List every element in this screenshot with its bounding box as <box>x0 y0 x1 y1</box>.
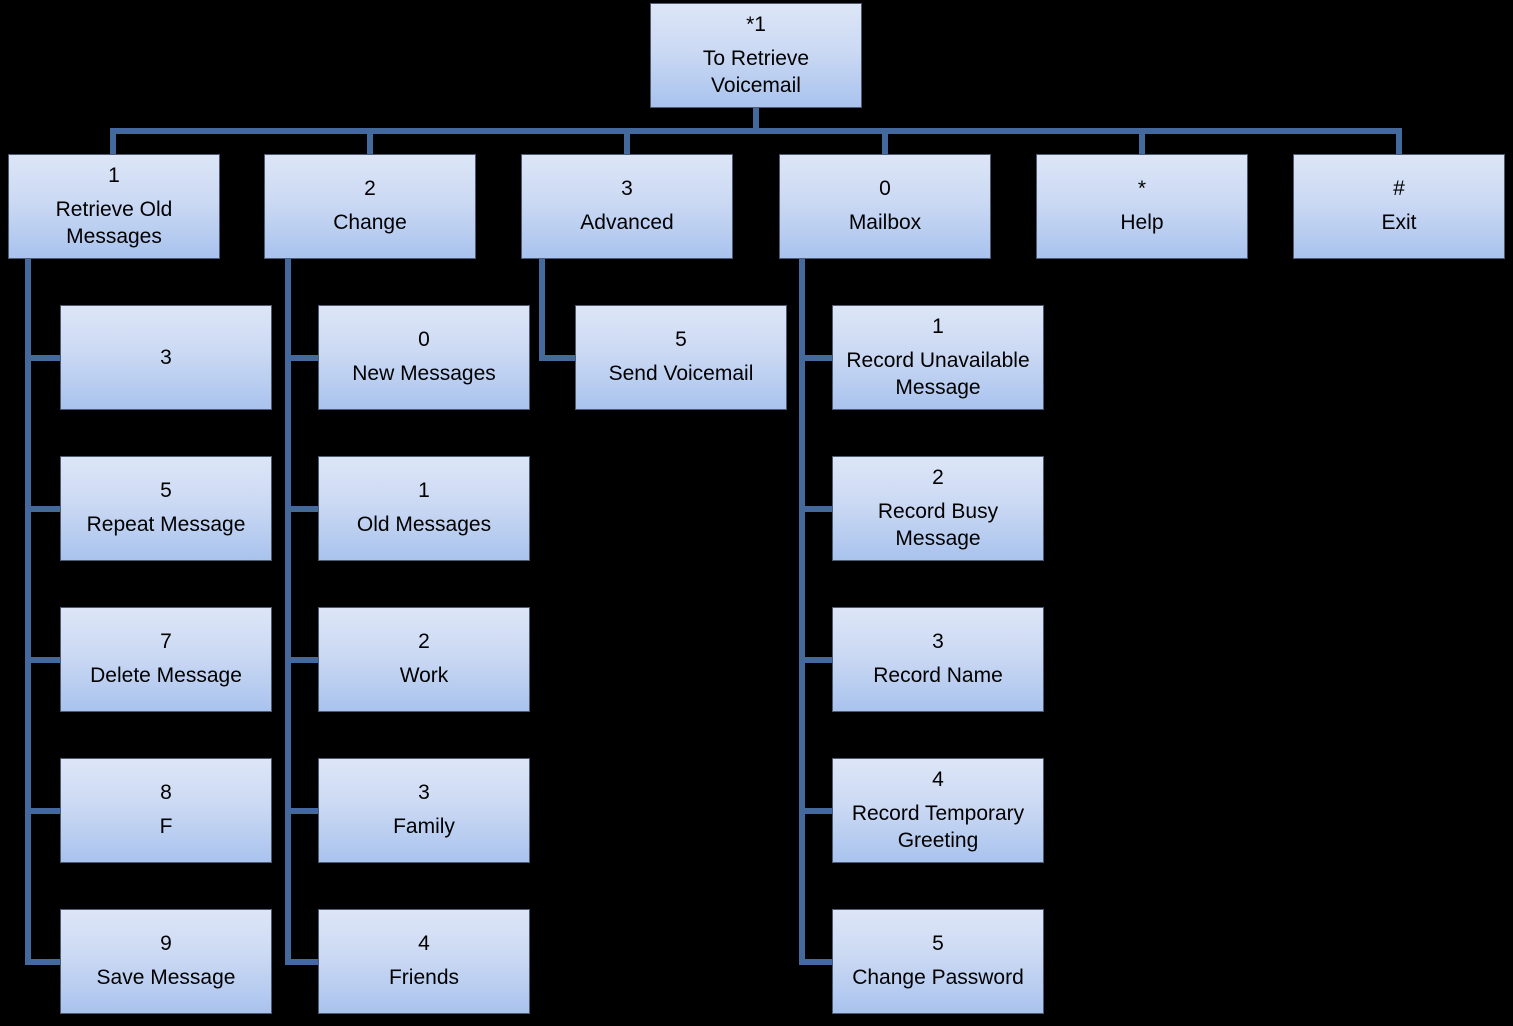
node-label: Save Message <box>96 966 236 989</box>
node-key: 1 <box>932 314 944 338</box>
node-label: Old Messages <box>356 513 492 536</box>
node-label: Friends <box>388 966 460 989</box>
node-label: Repeat Message <box>86 513 246 536</box>
node-label: Advanced <box>580 211 674 234</box>
node-label: Send Voicemail <box>608 362 754 385</box>
node-key: 0 <box>418 328 430 351</box>
node-label: Work <box>399 664 449 687</box>
connector-col4-stub-3 <box>799 657 832 663</box>
node-key: # <box>1393 177 1405 200</box>
node-send-voicemail: 5 Send Voicemail <box>575 305 787 410</box>
node-change-password: 5 Change Password <box>832 909 1044 1014</box>
node-key: 4 <box>932 767 944 791</box>
node-record-name: 3 Record Name <box>832 607 1044 712</box>
connector-col2-stub-4 <box>285 808 318 814</box>
connector-level2-hline <box>110 128 1402 134</box>
node-key: 3 <box>932 630 944 653</box>
connector-level2-stub-5 <box>1139 131 1145 154</box>
node-friends: 4 Friends <box>318 909 530 1014</box>
connector-col3-vline <box>539 259 545 361</box>
node-key: 2 <box>932 465 944 489</box>
connector-col4-stub-5 <box>799 959 832 965</box>
connector-col1-stub-1 <box>25 355 60 361</box>
node-help: * Help <box>1036 154 1248 259</box>
node-label: New Messages <box>352 362 496 385</box>
connector-level2-stub-4 <box>882 131 888 154</box>
node-key: 0 <box>879 177 891 200</box>
node-8-f: 8 F <box>60 758 272 863</box>
node-key: 3 <box>160 346 172 369</box>
connector-level2-stub-1 <box>110 131 116 154</box>
node-key: 5 <box>675 328 687 351</box>
node-label: Mailbox <box>848 211 922 234</box>
node-new-messages: 0 New Messages <box>318 305 530 410</box>
connector-col1-stub-4 <box>25 808 60 814</box>
node-exit: # Exit <box>1293 154 1505 259</box>
node-retrieve-old-messages: 1 Retrieve Old Messages <box>8 154 220 259</box>
node-key: 5 <box>160 479 172 502</box>
node-mailbox: 0 Mailbox <box>779 154 991 259</box>
node-key: * <box>1137 177 1147 200</box>
node-work: 2 Work <box>318 607 530 712</box>
node-label: Family <box>393 815 455 838</box>
connector-col2-stub-3 <box>285 657 318 663</box>
connector-col2-stub-5 <box>285 959 318 965</box>
connector-col4-stub-1 <box>799 355 832 361</box>
node-label: Exit <box>1381 211 1417 234</box>
connector-col1-vline <box>25 259 31 965</box>
node-key: 4 <box>418 932 430 955</box>
node-family: 3 Family <box>318 758 530 863</box>
node-key: *1 <box>746 12 766 36</box>
connector-col2-stub-2 <box>285 506 318 512</box>
node-key: 2 <box>418 630 430 653</box>
node-label: To Retrieve Voicemail <box>702 46 810 97</box>
node-repeat-message: 5 Repeat Message <box>60 456 272 561</box>
connector-col4-stub-2 <box>799 506 832 512</box>
node-key: 3 <box>621 177 633 200</box>
node-label: Retrieve Old Messages <box>55 197 173 248</box>
node-old-messages: 1 Old Messages <box>318 456 530 561</box>
connector-col2-stub-1 <box>285 355 318 361</box>
node-record-busy-message: 2 Record Busy Message <box>832 456 1044 561</box>
node-label: Delete Message <box>90 664 242 687</box>
connector-col2-vline <box>285 259 291 965</box>
node-label: Help <box>1120 211 1164 234</box>
node-label: Record Busy Message <box>877 499 999 550</box>
node-key: 3 <box>418 781 430 804</box>
connector-root-stub <box>753 107 759 131</box>
node-save-message: 9 Save Message <box>60 909 272 1014</box>
node-key: 8 <box>160 781 172 804</box>
connector-col4-vline <box>799 259 805 965</box>
connector-col1-stub-5 <box>25 959 60 965</box>
node-key: 2 <box>364 177 376 200</box>
node-delete-message: 7 Delete Message <box>60 607 272 712</box>
node-key: 5 <box>932 932 944 955</box>
node-label: Change <box>333 211 407 234</box>
node-change: 2 Change <box>264 154 476 259</box>
node-label: Record Unavailable Message <box>846 348 1030 399</box>
connector-level2-stub-6 <box>1396 131 1402 154</box>
node-label: Record Name <box>873 664 1003 687</box>
connector-level2-stub-3 <box>624 131 630 154</box>
connector-col1-stub-3 <box>25 657 60 663</box>
node-key: 1 <box>418 479 430 502</box>
node-label: Change Password <box>852 966 1024 989</box>
node-key: 7 <box>160 630 172 653</box>
connector-level2-stub-2 <box>367 131 373 154</box>
node-label: F <box>159 815 173 838</box>
node-rom-3: 3 <box>60 305 272 410</box>
node-key: 1 <box>108 163 120 187</box>
node-label: Record Temporary Greeting <box>851 801 1025 852</box>
connector-col1-stub-2 <box>25 506 60 512</box>
node-record-temporary-greeting: 4 Record Temporary Greeting <box>832 758 1044 863</box>
connector-col3-stub-1 <box>539 355 575 361</box>
connector-col4-stub-4 <box>799 808 832 814</box>
node-root: *1 To Retrieve Voicemail <box>650 3 862 108</box>
node-advanced: 3 Advanced <box>521 154 733 259</box>
node-record-unavailable-message: 1 Record Unavailable Message <box>832 305 1044 410</box>
node-key: 9 <box>160 932 172 955</box>
